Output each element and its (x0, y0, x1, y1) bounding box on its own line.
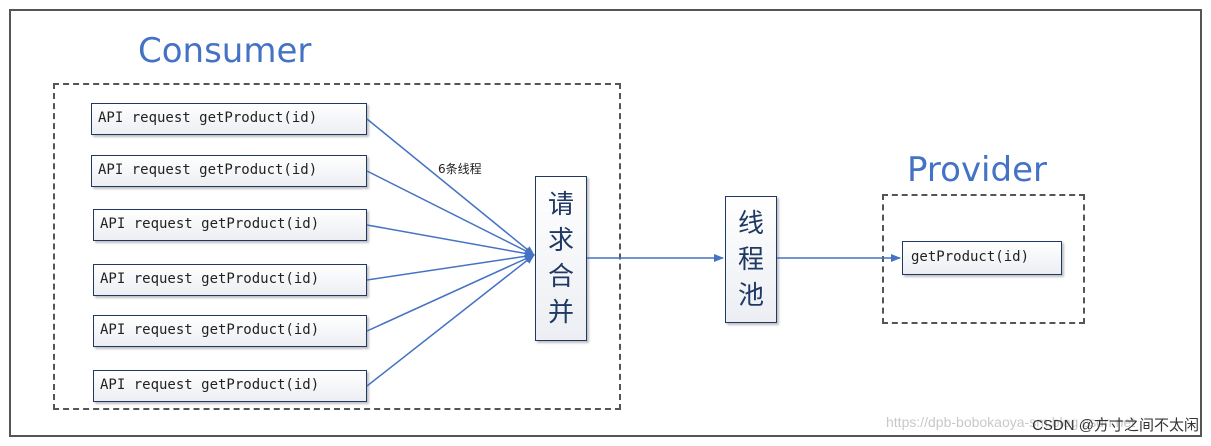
api-request-box-1: API request getProduct(id) (91, 103, 367, 135)
provider-method-box: getProduct(id) (902, 241, 1062, 275)
arrow-request-6-to-merge (366, 254, 535, 387)
merge-char-1: 请 (547, 189, 574, 220)
api-request-box-3: API request getProduct(id) (93, 209, 367, 241)
merge-char-4: 并 (547, 297, 574, 328)
arrow-request-3-to-merge (366, 224, 535, 258)
arrow-request-4-to-merge (366, 252, 535, 281)
api-request-box-5: API request getProduct(id) (93, 315, 367, 347)
pool-char-3: 池 (737, 280, 764, 311)
request-merge-box: 请 求 合 并 (535, 176, 587, 341)
provider-title: Provider (907, 150, 1047, 190)
api-request-box-2: API request getProduct(id) (91, 155, 367, 187)
merge-char-3: 合 (547, 261, 574, 292)
pool-char-2: 程 (737, 244, 764, 275)
provider-boundary (882, 194, 1085, 324)
thread-count-label: 6条线程 (438, 162, 482, 176)
pool-char-1: 线 (737, 208, 764, 239)
consumer-boundary (53, 83, 621, 410)
consumer-title: Consumer (138, 31, 312, 71)
merge-char-2: 求 (547, 225, 574, 256)
watermark-credit: CSDN @方寸之间不太闲 (1032, 417, 1199, 434)
watermark-url: https://dpb-bobokaoya-sm.blog.csdn.net (886, 414, 1136, 430)
arrow-request-5-to-merge (366, 254, 535, 332)
api-request-box-6: API request getProduct(id) (93, 370, 367, 402)
arrow-request-1-to-merge (366, 118, 535, 256)
arrow-request-2-to-merge (366, 170, 535, 256)
api-request-box-4: API request getProduct(id) (93, 264, 367, 296)
thread-pool-box: 线 程 池 (725, 196, 777, 323)
